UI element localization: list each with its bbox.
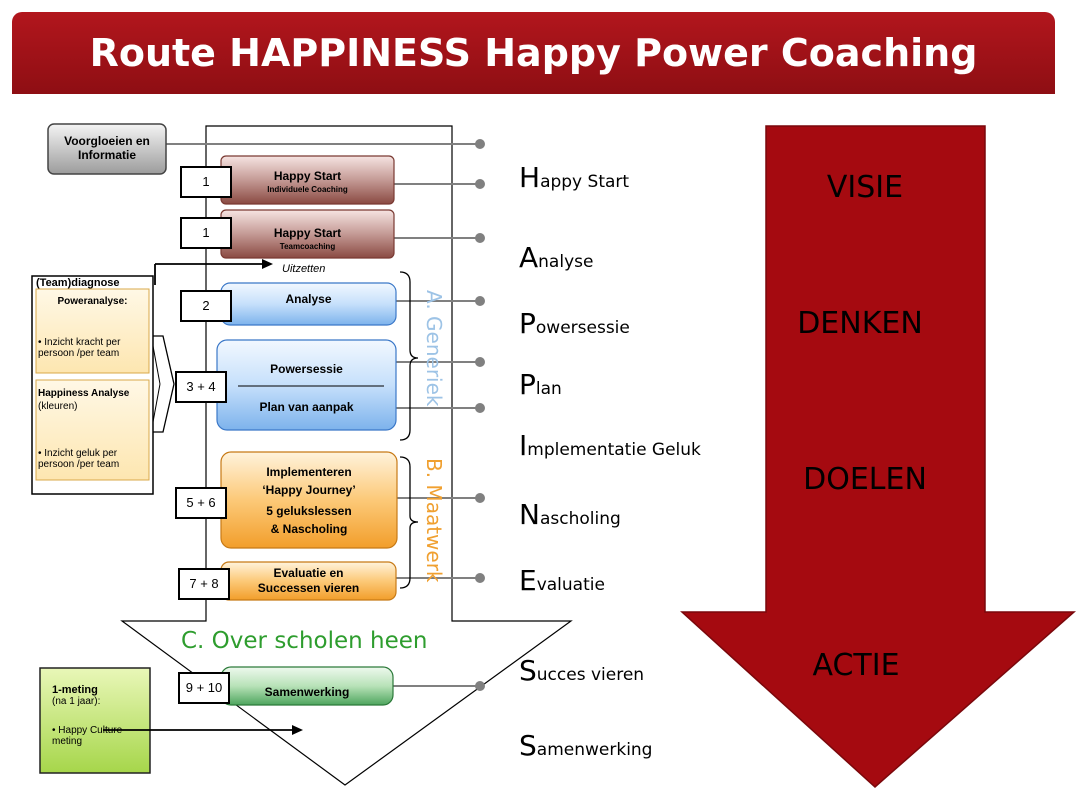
page-title: Route HAPPINESS Happy Power Coaching (89, 31, 978, 75)
meting-title: 1-meting (52, 684, 98, 696)
step-number-1a: 1 (180, 166, 232, 198)
arrow-word-doelen: DOELEN (803, 462, 927, 497)
diagnose-title: (Team)diagnose (36, 277, 120, 289)
brace-generiek (399, 271, 419, 441)
step-subtitle: Individuele Coaching (267, 185, 348, 194)
step-title: Happy Start (273, 226, 342, 240)
eval-line-1: Evaluatie en (273, 566, 344, 580)
step-title: Happy Start (273, 169, 342, 183)
acronym-s2: Samenwerking (519, 729, 653, 762)
big-red-arrow (680, 125, 1076, 789)
impl-line-1: Implementeren (266, 465, 352, 479)
uitzetten-arrowhead (262, 259, 273, 269)
step-number-5-6: 5 + 6 (175, 487, 227, 519)
meting-box (39, 667, 151, 774)
step-number-1b: 1 (180, 217, 232, 249)
pre-box-label: Voorgloeien en Informatie (64, 134, 150, 162)
impl-line-3: 5 gelukslessen (266, 504, 352, 518)
step-number-2: 2 (180, 290, 232, 322)
happiness-sub: (kleuren) (38, 401, 78, 412)
meting-sub: (na 1 jaar): (52, 696, 101, 707)
title-banner: Route HAPPINESS Happy Power Coaching (12, 12, 1055, 94)
happiness-title: Happiness Analyse (38, 388, 130, 399)
acronym-s1: Succes vieren (519, 654, 645, 687)
acronym-n: Nascholing (519, 498, 621, 531)
label-generiek: A. Generiek (422, 290, 446, 407)
acronym-i: Implementatie Geluk (519, 429, 701, 462)
step-label-evaluatie: Evaluatie en Successen vieren (221, 566, 396, 596)
step-subtitle: Teamcoaching (279, 242, 336, 251)
label-over-scholen: C. Over scholen heen (181, 628, 428, 654)
acronym-e: Evaluatie (519, 564, 605, 597)
arrow-word-visie: VISIE (826, 170, 904, 205)
step-label-analyse: Analyse (285, 292, 332, 306)
eval-line-2: Successen vieren (257, 581, 360, 595)
label-maatwerk: B. Maatwerk (422, 458, 446, 583)
acronym-h: Happy Start (519, 161, 630, 194)
acronym-p2: Plan (519, 368, 562, 401)
step-label-happy-start-individual: Happy Start Individuele Coaching (221, 167, 394, 194)
step-number-7-8: 7 + 8 (178, 568, 230, 600)
meting-text: • Happy Culture meting (52, 725, 123, 747)
step-label-plan: Plan van aanpak (259, 400, 354, 414)
meting-arrowhead (292, 725, 303, 735)
poweranalyse-title: Poweranalyse: (57, 296, 128, 307)
arrow-word-denken: DENKEN (797, 306, 923, 341)
poweranalyse-text: • Inzicht kracht per persoon /per team (38, 337, 121, 359)
step-number-3-4: 3 + 4 (175, 371, 227, 403)
step-number-9-10: 9 + 10 (178, 672, 230, 704)
step-label-happy-start-team: Happy Start Teamcoaching (221, 224, 394, 251)
happiness-text: • Inzicht geluk per persoon /per team (38, 448, 120, 470)
pre-box (47, 123, 167, 175)
acronym-p1: Powersessie (519, 307, 630, 340)
impl-line-4: & Nascholing (270, 522, 348, 536)
uitzetten-label: Uitzetten (282, 263, 326, 275)
diagnose-chevron (153, 335, 175, 433)
impl-line-2: ‘Happy Journey’ (262, 483, 356, 497)
step-label-powersessie: Powersessie (270, 362, 343, 376)
acronym-a: Analyse (519, 241, 594, 274)
arrow-word-actie: ACTIE (812, 648, 900, 683)
step-box-powersessie (216, 339, 397, 431)
step-label-implementeren: Implementeren ‘Happy Journey’ 5 geluksle… (221, 463, 397, 538)
brace-maatwerk (399, 456, 419, 589)
step-label-samenwerking: Samenwerking (264, 685, 350, 699)
